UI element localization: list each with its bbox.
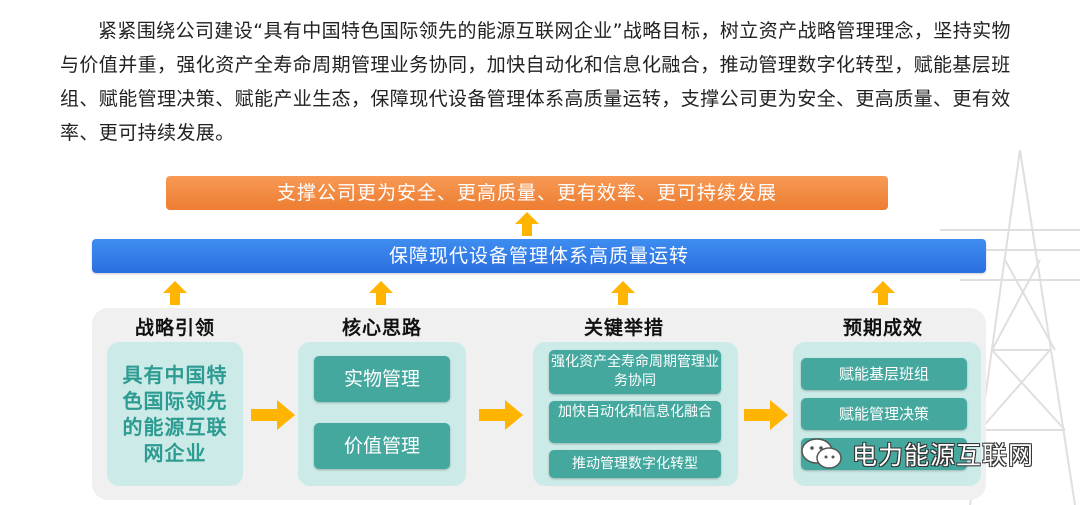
watermark: 电力能源互联网	[800, 432, 1050, 476]
result-item-teams: 赋能基层班组	[801, 358, 967, 390]
column-title-measures: 关键举措	[583, 317, 664, 339]
up-arrow-icon	[611, 281, 635, 305]
system-bar: 保障现代设备管理体系高质量运转	[92, 239, 986, 273]
core-item-physical: 实物管理	[314, 356, 450, 402]
intro-paragraph: 紧紧围绕公司建设“具有中国特色国际领先的能源互联网企业”战略目标，树立资产战略管…	[60, 20, 1011, 144]
watermark-text: 电力能源互联网	[852, 441, 1035, 470]
up-arrow-icon	[369, 281, 393, 305]
up-arrow-icon	[871, 281, 895, 305]
core-item-value: 价值管理	[314, 423, 450, 469]
measure-item-lifecycle: 强化资产全寿命周期管理业务协同	[549, 350, 721, 394]
measure-item-automation: 加快自动化和信息化融合	[549, 401, 721, 443]
column-title-results: 预期成效	[842, 317, 923, 339]
measure-item-digital: 推动管理数字化转型	[549, 450, 721, 478]
right-arrow-icon	[251, 400, 295, 430]
column-title-strategy: 战略引领	[134, 317, 215, 339]
right-arrow-icon	[744, 400, 788, 430]
goal-bar: 支撑公司更为安全、更高质量、更有效率、更可持续发展	[166, 176, 888, 210]
right-arrow-icon	[479, 400, 523, 430]
up-arrow-icon	[163, 281, 187, 305]
result-item-decisions: 赋能管理决策	[801, 398, 967, 430]
wechat-icon	[801, 438, 842, 469]
column-title-core: 核心思路	[341, 317, 422, 339]
strategy-text: 具有中国特色国际领先的能源互联网企业	[122, 363, 228, 465]
up-arrow-icon	[515, 212, 539, 236]
strategy-box	[107, 342, 243, 486]
